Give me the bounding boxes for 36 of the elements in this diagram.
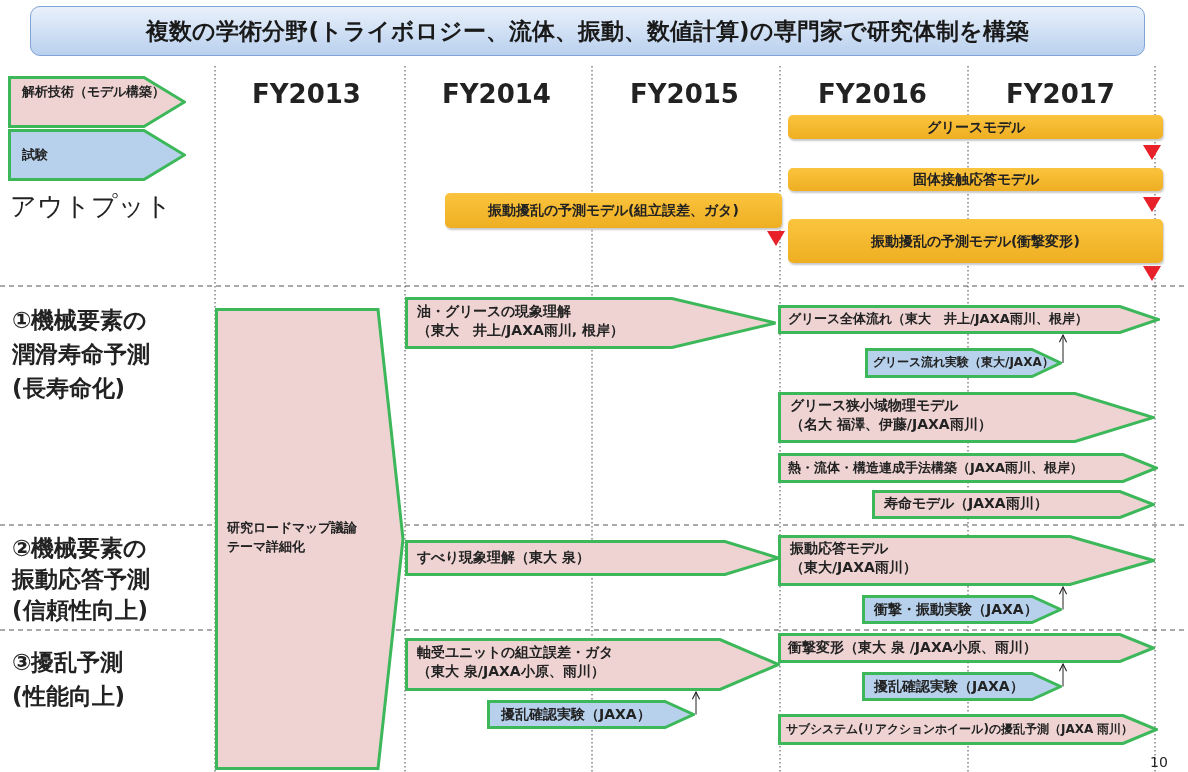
arrow <box>1058 586 1068 610</box>
test-pentagon: 擾乱確認実験（JAXA） <box>487 700 695 729</box>
row-heading: ③擾乱予測(性能向上) <box>12 648 127 711</box>
arrow <box>1058 663 1068 687</box>
task-pentagon: 寿命モデル（JAXA雨川） <box>872 490 1155 519</box>
task-pentagon: 振動応答モデル （東大/JAXA雨川） <box>778 535 1155 586</box>
output-bar: グリースモデル <box>788 115 1163 139</box>
task-pentagon: グリース全体流れ（東大 井上/JAXA雨川、根岸） <box>778 305 1160 334</box>
output-bar: 振動擾乱の予測モデル(衝撃変形) <box>788 219 1163 263</box>
legend-label: 試験 <box>22 146 48 164</box>
row-heading: ②機械要素の振動応答予測(信頼性向上) <box>12 534 151 625</box>
test-pentagon: グリース流れ実験（東大/JAXA） <box>865 348 1062 378</box>
roadmap-pentagon: 研究ロードマップ議論テーマ詳細化 <box>215 308 405 770</box>
task-pentagon: サブシステム(リアクションホイール)の擾乱予測（JAXA 雨川） <box>778 714 1158 745</box>
task-pentagon: 軸受ユニットの組立誤差・ガタ （東大 泉/JAXA小原、雨川） <box>405 638 780 691</box>
year-heading: FY2016 <box>818 78 927 110</box>
task-pentagon: 熱・流体・構造連成手法構築（JAXA雨川、根岸） <box>778 453 1158 483</box>
arrow <box>1058 334 1068 364</box>
task-pentagon: グリース狭小域物理モデル （名大 福澤、伊藤/JAXA雨川） <box>778 392 1155 443</box>
arrow <box>691 691 701 715</box>
row-heading: ①機械要素の潤滑寿命予測(長寿命化) <box>12 306 151 403</box>
title-banner: 複数の学術分野(トライボロジー、流体、振動、数値計算)の専門家で研究体制を構築 <box>30 6 1145 56</box>
task-pentagon: すべり現象理解（東大 泉） <box>405 540 780 576</box>
test-pentagon: 衝撃・振動実験（JAXA） <box>862 595 1062 624</box>
task-pentagon: 油・グリースの現象理解 （東大 井上/JAXA雨川, 根岸） <box>405 297 777 349</box>
output-heading: アウトプット <box>10 190 172 222</box>
year-heading: FY2013 <box>252 78 361 110</box>
year-heading: FY2015 <box>630 78 739 110</box>
output-bar: 振動擾乱の予測モデル(組立誤差、ガタ) <box>445 193 782 228</box>
page-number: 10 <box>1150 753 1168 772</box>
legend-label: 解析技術（モデル構築） <box>22 83 165 101</box>
test-pentagon: 擾乱確認実験（JAXA） <box>862 672 1062 701</box>
year-heading: FY2014 <box>442 78 551 110</box>
task-pentagon: 衝撃変形（東大 泉 /JAXA小原、雨川） <box>778 633 1155 663</box>
output-bar: 固体接触応答モデル <box>788 168 1163 191</box>
year-heading: FY2017 <box>1006 78 1115 110</box>
